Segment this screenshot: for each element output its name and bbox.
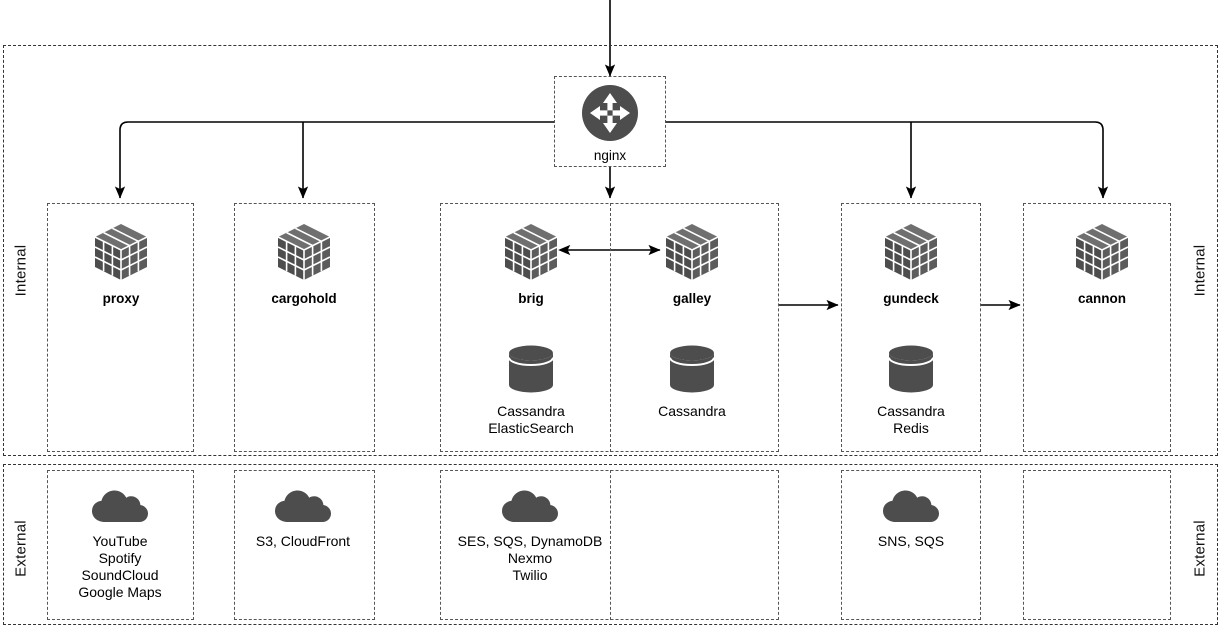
service-box-proxy[interactable] xyxy=(47,203,194,452)
service-label: cargohold xyxy=(271,291,337,306)
external-gundeck[interactable]: SNS, SQS xyxy=(831,488,991,550)
cube-icon xyxy=(224,222,384,287)
external-box-proxy[interactable] xyxy=(47,470,194,620)
service-proxy[interactable]: proxy xyxy=(41,222,201,307)
external-label-line-3: SoundCloud xyxy=(81,567,159,583)
cloud-icon xyxy=(40,488,200,529)
service-box-brig-galley[interactable] xyxy=(440,203,779,452)
external-label-line-2: Nexmo xyxy=(507,550,553,566)
external-cargohold[interactable]: S3, CloudFront xyxy=(223,488,383,550)
service-box-cargohold[interactable] xyxy=(234,203,375,452)
zone-external xyxy=(3,464,1218,625)
cube-icon xyxy=(831,222,991,287)
service-label: gundeck xyxy=(883,291,939,306)
service-cargohold[interactable]: cargohold xyxy=(224,222,384,307)
service-divider-brig-galley xyxy=(610,203,611,452)
service-cannon[interactable]: cannon xyxy=(1022,222,1182,307)
service-label: galley xyxy=(672,291,712,306)
service-box-cannon[interactable] xyxy=(1023,203,1171,452)
database-icon xyxy=(831,344,991,399)
external-box-brig-galley[interactable] xyxy=(440,470,779,620)
database-label-line-1: Cassandra xyxy=(658,403,726,419)
cloud-icon xyxy=(223,488,383,529)
external-label-line-1: SNS, SQS xyxy=(877,533,945,549)
external-divider-brig-galley xyxy=(610,470,611,620)
service-label: brig xyxy=(518,291,544,306)
external-box-gundeck[interactable] xyxy=(841,470,981,620)
zone-internal xyxy=(3,45,1218,456)
database-gundeck[interactable]: Cassandra Redis xyxy=(831,344,991,437)
external-label-line-3: Twilio xyxy=(512,567,548,583)
database-icon xyxy=(612,344,772,399)
external-label-line-4: Google Maps xyxy=(78,584,162,600)
external-label-line-1: YouTube xyxy=(92,533,148,549)
zone-external-label-right: External xyxy=(1191,520,1209,577)
cloud-icon xyxy=(450,488,610,529)
router-icon xyxy=(530,84,690,147)
external-label-line-2: Spotify xyxy=(98,550,142,566)
gateway-label: nginx xyxy=(593,148,627,163)
database-label-line-2: ElasticSearch xyxy=(488,420,574,436)
service-brig[interactable]: brig xyxy=(451,222,611,307)
external-box-cannon[interactable] xyxy=(1023,470,1171,620)
external-brig[interactable]: SES, SQS, DynamoDB Nexmo Twilio xyxy=(450,488,610,584)
external-box-cargohold[interactable] xyxy=(234,470,375,620)
service-galley[interactable]: galley xyxy=(612,222,772,307)
service-box-gundeck[interactable] xyxy=(841,203,981,452)
database-label-line-1: Cassandra xyxy=(877,403,945,419)
cube-icon xyxy=(612,222,772,287)
gateway-box-nginx[interactable] xyxy=(554,76,666,167)
service-label: proxy xyxy=(102,291,140,306)
service-gundeck[interactable]: gundeck xyxy=(831,222,991,307)
zone-internal-label-right: Internal xyxy=(1191,244,1209,297)
database-label-line-2: Redis xyxy=(893,420,929,436)
external-label-line-1: SES, SQS, DynamoDB xyxy=(457,533,603,549)
cube-icon xyxy=(1022,222,1182,287)
database-brig[interactable]: Cassandra ElasticSearch xyxy=(451,344,611,437)
database-galley[interactable]: Cassandra xyxy=(612,344,772,420)
cloud-icon xyxy=(831,488,991,529)
database-label-line-1: Cassandra xyxy=(497,403,565,419)
service-label: cannon xyxy=(1077,291,1126,306)
gateway-nginx[interactable]: nginx xyxy=(530,84,690,165)
external-label-line-1: S3, CloudFront xyxy=(255,533,351,549)
external-proxy[interactable]: YouTube Spotify SoundCloud Google Maps xyxy=(40,488,200,601)
cube-icon xyxy=(451,222,611,287)
cube-icon xyxy=(41,222,201,287)
zone-internal-label-left: Internal xyxy=(12,244,30,297)
database-icon xyxy=(451,344,611,399)
zone-external-label-left: External xyxy=(12,520,30,577)
